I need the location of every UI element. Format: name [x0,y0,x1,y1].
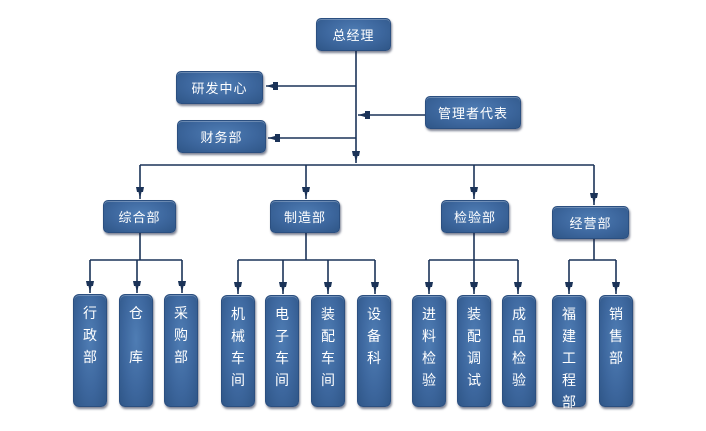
node-unit-incoming-inspection: 进料检验 [412,295,446,407]
arrow-down-icon [565,282,573,294]
node-unit-assembly: 装配车间 [311,295,345,407]
node-unit-purchase: 采购部 [164,294,198,407]
node-label: 总经理 [332,29,375,44]
arrow-down-icon [612,282,620,294]
node-label: 仓 库 [129,306,144,366]
node-label: 行政部 [83,306,98,366]
arrow-down-icon [279,282,287,294]
node-unit-equipment: 设备科 [357,295,391,407]
node-management-representative: 管理者代表 [425,96,521,129]
node-unit-admin: 行政部 [73,294,107,407]
arrow-down-icon [470,187,478,199]
arrow-left-icon [268,134,280,142]
node-finance: 财务部 [177,120,266,153]
node-unit-assembly-test: 装配调试 [457,295,491,407]
arrow-down-icon [425,282,433,294]
arrow-down-icon [514,282,522,294]
node-label: 装配车间 [321,307,336,389]
node-dept-general: 综合部 [103,200,176,233]
node-general-manager: 总经理 [316,18,391,51]
node-dept-inspection: 检验部 [441,200,509,233]
arrow-down-icon [371,282,379,294]
arrow-left-icon [266,82,278,90]
node-unit-sales: 销售部 [599,295,633,407]
node-label: 财务部 [200,131,243,146]
node-label: 机械车间 [231,307,246,389]
arrow-down-icon [136,187,144,199]
node-label: 综合部 [118,211,161,226]
node-unit-warehouse: 仓 库 [119,294,153,407]
node-label: 装配调试 [467,307,482,389]
node-label: 制造部 [283,211,326,226]
node-label: 电子车间 [275,307,290,389]
node-label: 研发中心 [191,82,248,97]
node-label: 检验部 [453,211,496,226]
node-label: 经营部 [569,217,612,232]
arrow-down-icon [324,282,332,294]
arrow-down-icon [352,151,360,163]
arrow-down-icon [178,281,186,293]
node-unit-final-inspection: 成品检验 [502,295,536,407]
arrow-down-icon [590,193,598,205]
arrow-down-icon [234,282,242,294]
node-label: 成品检验 [512,307,527,389]
node-rd-center: 研发中心 [176,71,263,104]
node-dept-business: 经营部 [552,206,629,239]
node-label: 进料检验 [422,307,437,389]
arrow-down-icon [86,281,94,293]
node-label: 管理者代表 [437,107,508,122]
node-label: 福建工程部 [562,307,577,411]
arrow-down-icon [470,282,478,294]
node-label: 采购部 [174,306,189,366]
node-unit-machining: 机械车间 [221,295,255,407]
node-label: 设备科 [367,307,382,367]
node-unit-fujian-engineering: 福建工程部 [552,295,586,411]
node-label: 销售部 [609,307,624,367]
node-dept-manufacturing: 制造部 [270,200,340,233]
arrow-down-icon [302,187,310,199]
arrow-down-icon [133,281,141,293]
arrow-left-icon [358,111,370,119]
node-unit-electronics: 电子车间 [265,295,299,407]
